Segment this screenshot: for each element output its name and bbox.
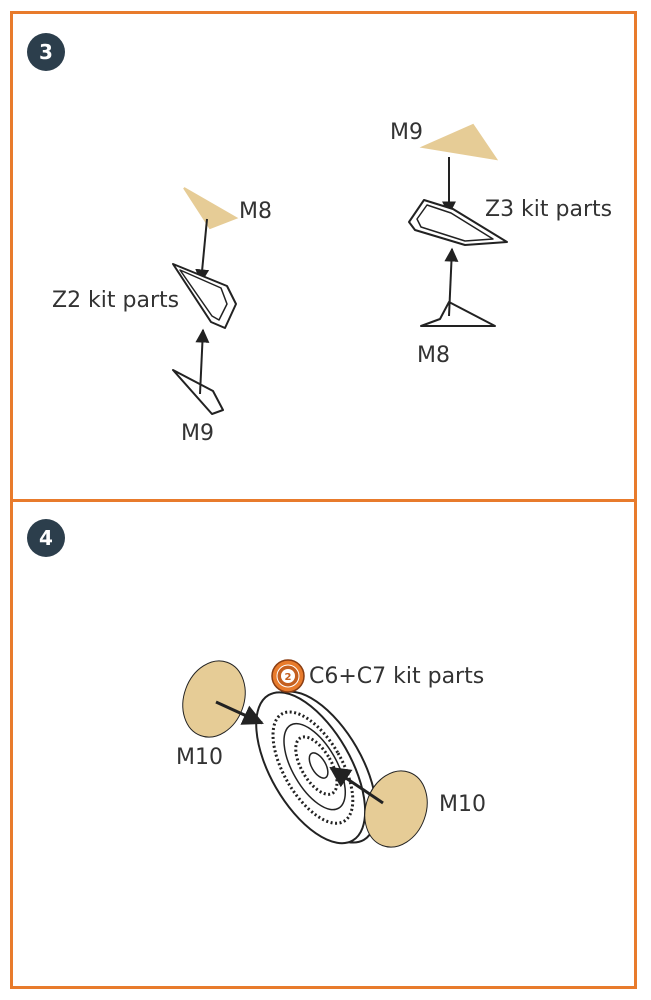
m9-decal-right [419,123,499,161]
step-4-panel: 4 2 C6+C7 kit parts [10,499,637,989]
arrow-m8-to-z3 [444,247,459,317]
m8-decal-right [420,301,496,327]
label-m9-left: M9 [181,421,214,446]
label-m8-right: M8 [417,343,450,368]
wheel-kit-part [255,690,378,845]
z2-kit-part [172,263,237,329]
z3-kit-part [408,199,508,246]
arrow-m8-to-z2 [195,218,210,284]
svg-text:2: 2 [285,672,292,683]
label-m10-left: M10 [176,745,223,770]
step-2-reference-icon: 2 [271,659,305,693]
step-3-panel: 3 M8 Z2 kit par [10,11,637,502]
step-4-badge: 4 [27,519,65,557]
label-m8-left: M8 [239,199,272,224]
m10-decal-left [182,660,246,738]
label-m10-right: M10 [439,792,486,817]
label-z3-kit-parts: Z3 kit parts [485,197,613,222]
m9-decal-left [172,369,224,415]
step-3-drawing [172,123,508,415]
m8-decal-left [183,187,239,230]
arrow-m10-right-to-wheel [329,766,384,805]
arrow-m10-left-to-wheel [215,700,264,725]
m10-decal-right [364,770,428,848]
step-3-badge: 3 [27,33,65,71]
label-c6-c7-kit-parts: C6+C7 kit parts [309,664,485,689]
arrow-m9-to-z2 [195,328,210,395]
label-z2-kit-parts: Z2 kit parts [52,288,180,313]
step-4-drawing: 2 [182,659,428,848]
label-m9-right: M9 [390,120,423,145]
